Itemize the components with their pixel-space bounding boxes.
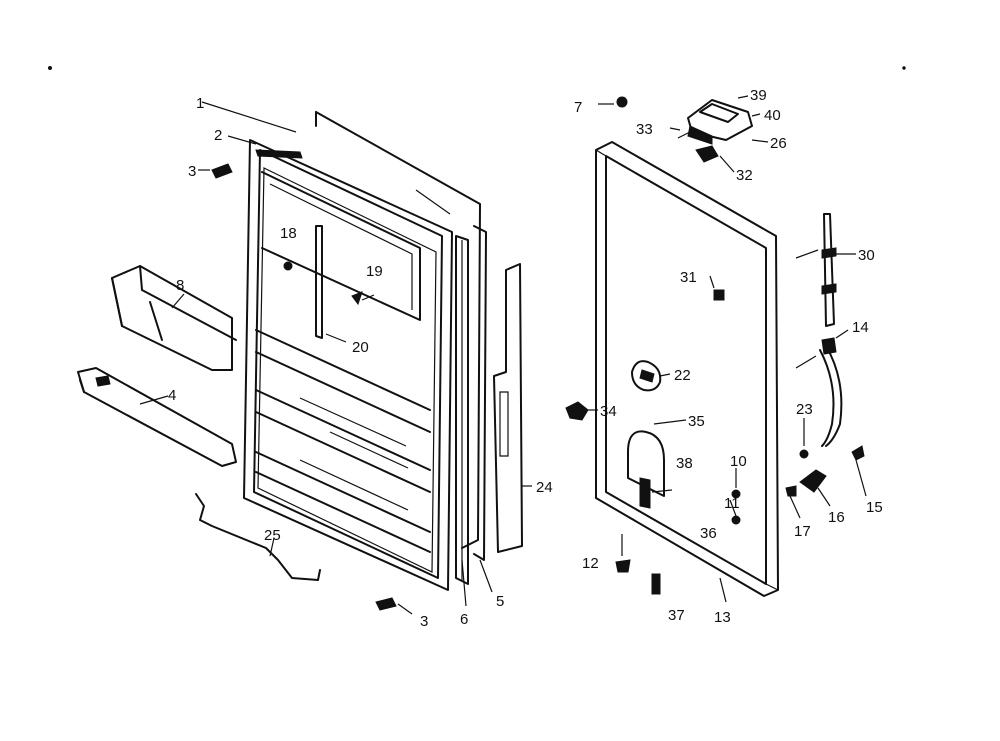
callout-20: 20 [352,339,369,356]
callout-26-right: 26 [770,135,787,152]
screw-icon [351,291,363,306]
callout-36: 36 [700,525,717,542]
screw-icon [565,401,589,421]
callout-2: 2 [214,127,222,144]
lock-icon [631,360,662,392]
screw-icon [211,163,233,179]
callout-13: 13 [714,609,731,626]
callout-30: 30 [858,247,875,264]
callout-34: 34 [600,403,617,420]
callout-3-upper: 3 [188,163,196,180]
callout-40: 40 [764,107,781,124]
hinge-icon [677,99,753,163]
callout-4: 4 [168,387,176,404]
handle-icon [821,213,837,327]
callout-22: 22 [674,367,691,384]
right-leader-lines [588,95,867,603]
callout-17: 17 [794,523,811,540]
callout-15: 15 [866,499,883,516]
callout-24: 24 [536,479,553,496]
callout-10: 10 [730,453,747,470]
callout-labels: 1 2 3 18 19 20 8 4 25 3 6 5 24 7 33 39 4… [168,87,883,630]
callout-14: 14 [852,319,869,336]
outer-door-panel [565,96,779,597]
callout-1: 1 [196,95,204,112]
callout-37: 37 [668,607,685,624]
callout-6: 6 [460,611,468,628]
screw-icon [616,96,628,108]
callout-8: 8 [176,277,184,294]
shelf-icon [111,265,237,371]
callout-11: 11 [724,495,740,512]
wire-spring-icon [195,493,321,581]
inner-door-panel [211,111,523,611]
callout-12: 12 [582,555,599,572]
callout-35: 35 [688,413,705,430]
callout-19: 19 [366,263,383,280]
callout-31: 31 [680,269,697,286]
screw-icon [375,597,397,611]
callout-23: 23 [796,401,813,418]
handle-icon [825,345,843,447]
callout-25: 25 [264,527,281,544]
left-leader-lines [139,101,532,615]
callout-7: 7 [574,99,582,116]
screw-icon [713,289,725,301]
screw-icon [283,261,293,271]
callout-3-lower: 3 [420,613,428,630]
shelf-rail [77,367,237,467]
callout-32: 32 [736,167,753,184]
callout-18: 18 [280,225,297,242]
callout-39: 39 [750,87,767,104]
callout-33: 33 [636,121,653,138]
callout-38: 38 [676,455,693,472]
callout-16: 16 [828,509,845,526]
callout-5: 5 [496,593,504,610]
